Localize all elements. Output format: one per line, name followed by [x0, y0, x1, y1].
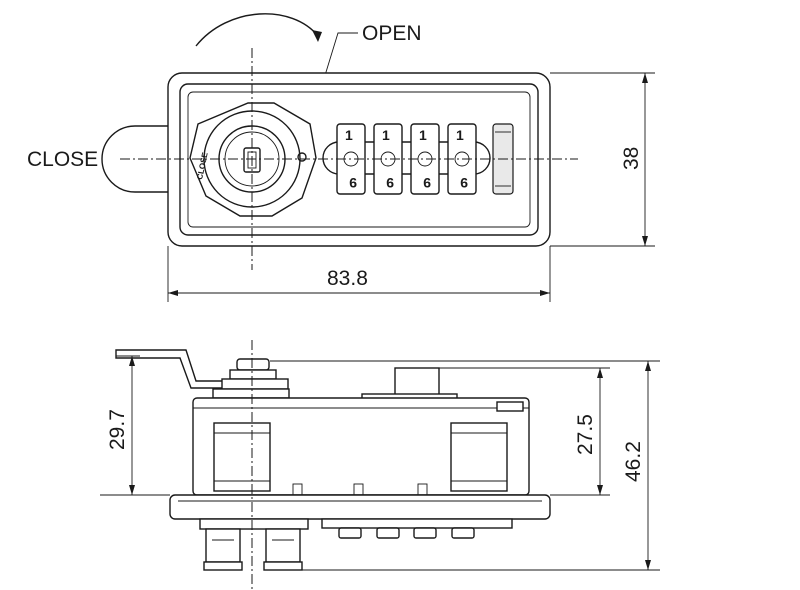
dial-digit-lower-4: 9	[460, 175, 468, 191]
open-label: OPEN	[362, 22, 422, 45]
side-flange	[169, 494, 551, 520]
side-body	[192, 397, 530, 496]
bottom-dials	[321, 518, 513, 539]
front-height-dimension-value: 38	[620, 147, 643, 170]
dial-digit-lower-2: 9	[386, 175, 394, 191]
dial-digit-3: 1	[419, 127, 427, 143]
dial-digit-1: 1	[345, 127, 353, 143]
body-tab	[496, 401, 524, 412]
rotation-arrow-icon	[195, 13, 322, 47]
side-window-left	[213, 422, 271, 492]
body-height-dimension-value: 27.5	[574, 414, 597, 455]
width-dimension: 83.8	[167, 246, 551, 302]
latch-bolt	[101, 125, 168, 193]
side-view: 29.7 27.5 46.2	[100, 340, 660, 590]
bracket-height-dimension: 29.7	[100, 355, 170, 496]
nut-stack	[212, 358, 290, 399]
bracket-height-dimension-value: 29.7	[106, 409, 129, 450]
total-height-dimension: 46.2	[270, 360, 660, 571]
dial-digit-2: 1	[382, 127, 390, 143]
front-view: OPEN CLOSE CLOSE 1 9	[27, 13, 655, 302]
body-height-dimension: 27.5	[439, 367, 610, 496]
total-height-dimension-value: 46.2	[622, 441, 645, 482]
close-label: CLOSE	[27, 148, 98, 171]
dial-digit-lower-1: 9	[349, 175, 357, 191]
front-height-dimension: 38	[550, 72, 655, 247]
dial-wheel-2: 1 9	[373, 123, 403, 195]
width-dimension-value: 83.8	[327, 267, 368, 290]
side-window-right	[450, 422, 508, 492]
dial-digit-lower-3: 9	[423, 175, 431, 191]
cylinder-back	[199, 518, 309, 571]
dial-shaft	[322, 141, 491, 175]
dial-digit-4: 1	[456, 127, 464, 143]
